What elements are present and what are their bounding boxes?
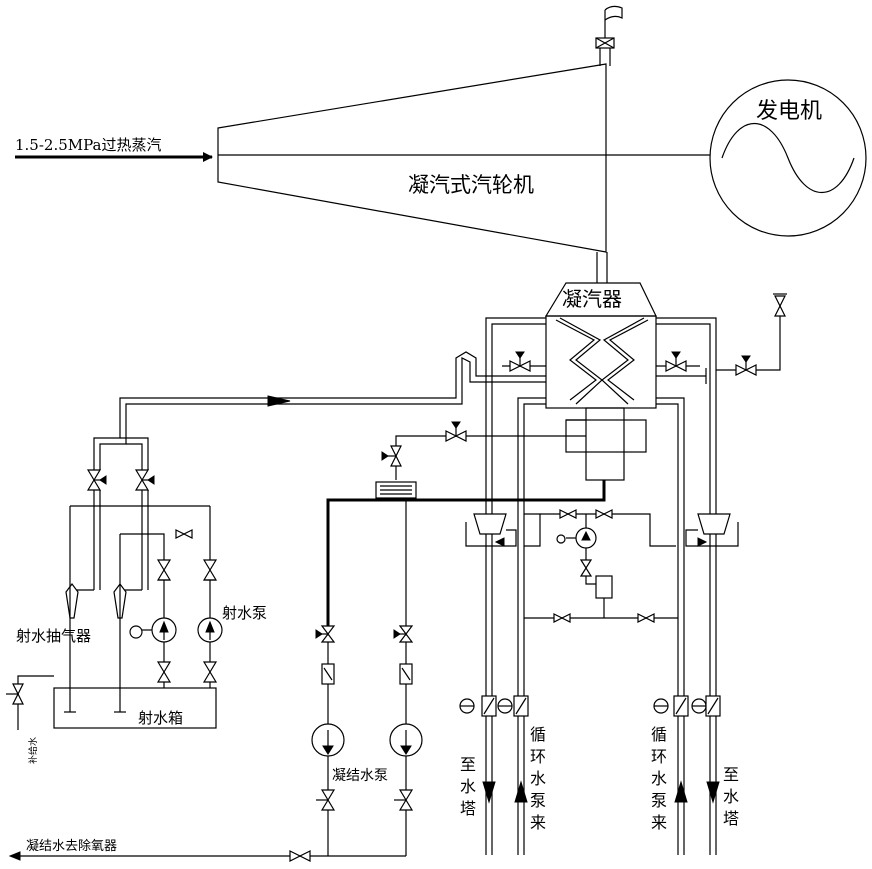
generator (709, 79, 867, 237)
circ-instruments (459, 695, 721, 804)
condensate-pump-label: 凝结水泵 (332, 768, 388, 784)
from-circ-pump-1-label: 循环水泵来 (530, 725, 546, 832)
condensate-pump-2[interactable] (389, 625, 423, 856)
turbine (217, 5, 710, 283)
bypass-valve-right[interactable] (656, 351, 700, 372)
jet-pump-label: 射水泵 (222, 604, 267, 622)
condenser (544, 282, 657, 481)
condensate-outlet-label: 凝结水去除氧器 (26, 838, 117, 854)
steam-inlet-label: 1.5-2.5MPa过热蒸汽 (15, 136, 162, 154)
condenser-label: 凝汽器 (562, 287, 622, 311)
makeup-water-label: 补给水 (27, 737, 39, 764)
turbine-label: 凝汽式汽轮机 (408, 173, 534, 197)
from-circ-pump-2-label: 循环水泵来 (651, 725, 667, 832)
condensate-outlet (8, 850, 406, 862)
ejector-system (6, 469, 223, 730)
turbine-body (217, 63, 607, 253)
jet-tank-label: 射水箱 (138, 709, 183, 727)
to-tower-2-label: 至水塔 (723, 765, 739, 828)
makeup-line (381, 421, 586, 480)
ejector-label: 射水抽气器 (16, 627, 91, 645)
circ-strainers (465, 509, 739, 623)
jet-water-tank (53, 687, 217, 729)
bypass-valve-left[interactable] (502, 351, 546, 372)
condensate-header (326, 480, 606, 630)
flow-arrow-icon (267, 395, 291, 407)
generator-label: 发电机 (756, 99, 822, 124)
ac-sine-icon (721, 122, 855, 194)
condensate-pump-1[interactable] (311, 625, 345, 856)
air-extraction-line (93, 351, 546, 470)
exhaust-flag-icon (604, 5, 623, 21)
vent-line-right (656, 293, 787, 384)
to-tower-1-label: 至水塔 (460, 755, 476, 818)
